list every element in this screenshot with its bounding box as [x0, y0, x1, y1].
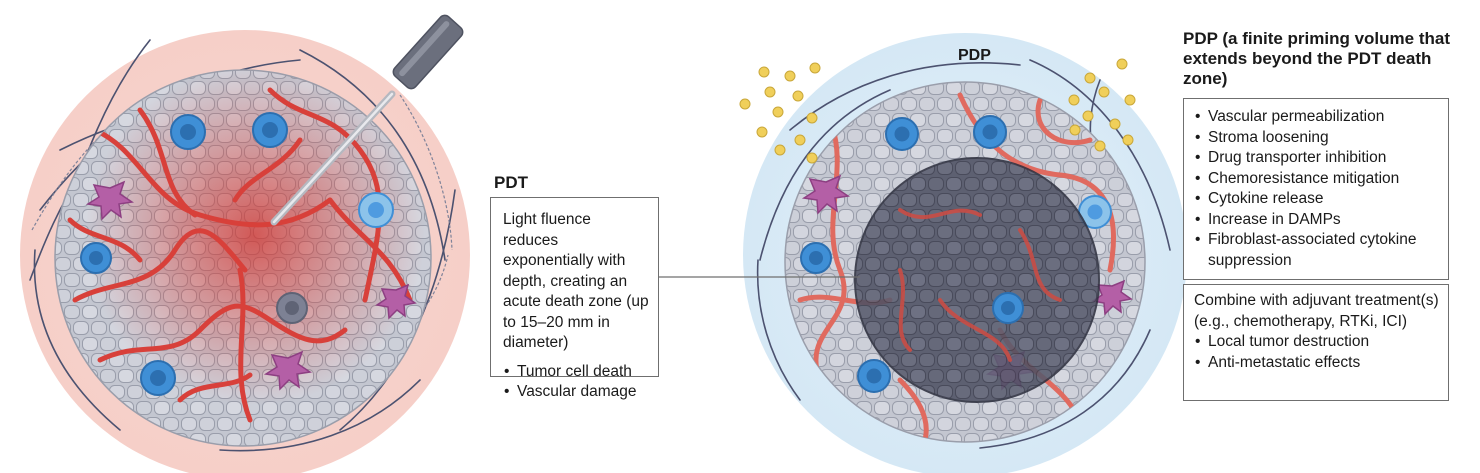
list-item: Stroma loosening: [1194, 128, 1442, 149]
combine-text: Combine with adjuvant treatment(s) (e.g.…: [1194, 292, 1439, 330]
list-item: Vascular damage: [503, 382, 650, 403]
nanoparticle-icon: [739, 58, 1136, 164]
pdt-heading: PDT: [494, 173, 528, 192]
dendritic-cell-icon: [263, 350, 313, 391]
pdp-heading: PDP (a finite priming volume that extend…: [1183, 29, 1450, 88]
stroma-fibers: [756, 59, 1171, 449]
death-zone-vessels: [898, 208, 1062, 362]
dendritic-cell-icon: [375, 283, 417, 320]
pdt-death-zone: [854, 157, 1100, 403]
immune-cells: [80, 112, 394, 396]
combine-effects-list: Local tumor destruction Anti-metastatic …: [1194, 332, 1442, 373]
pdt-info-box: Light fluence reduces exponentially with…: [490, 197, 659, 402]
list-item: Fibroblast-associated cytokine suppressi…: [1194, 230, 1442, 271]
list-item: Increase in DAMPs: [1194, 210, 1442, 231]
laser-fiber-icon: [270, 14, 464, 226]
pdp-label: PDP: [958, 47, 991, 64]
pdp-tumor: PDP: [739, 33, 1187, 473]
list-item: Anti-metastatic effects: [1194, 353, 1442, 374]
list-item: Cytokine release: [1194, 189, 1442, 210]
pdt-description: Light fluence reduces exponentially with…: [503, 211, 649, 351]
pdp-effects-list: Vascular permeabilization Stroma looseni…: [1194, 107, 1442, 271]
pdt-effects-list: Tumor cell death Vascular damage: [503, 362, 650, 403]
pdt-tumor: [20, 14, 470, 473]
list-item: Chemoresistance mitigation: [1194, 169, 1442, 190]
list-item: Vascular permeabilization: [1194, 107, 1442, 128]
dendritic-cells: [85, 180, 417, 391]
dendritic-cell-icon: [85, 180, 135, 221]
list-item: Tumor cell death: [503, 362, 650, 383]
pdp-combine-box: Combine with adjuvant treatment(s) (e.g.…: [1183, 284, 1449, 401]
immune-cells: [800, 115, 1112, 393]
dendritic-cell-icon: [801, 174, 851, 215]
list-item: Drug transporter inhibition: [1194, 148, 1442, 169]
blood-vessels: [67, 87, 413, 423]
dendritic-cell-icon: [1091, 279, 1133, 316]
list-item: Local tumor destruction: [1194, 332, 1442, 353]
pdp-effects-box: Vascular permeabilization Stroma looseni…: [1183, 98, 1449, 280]
